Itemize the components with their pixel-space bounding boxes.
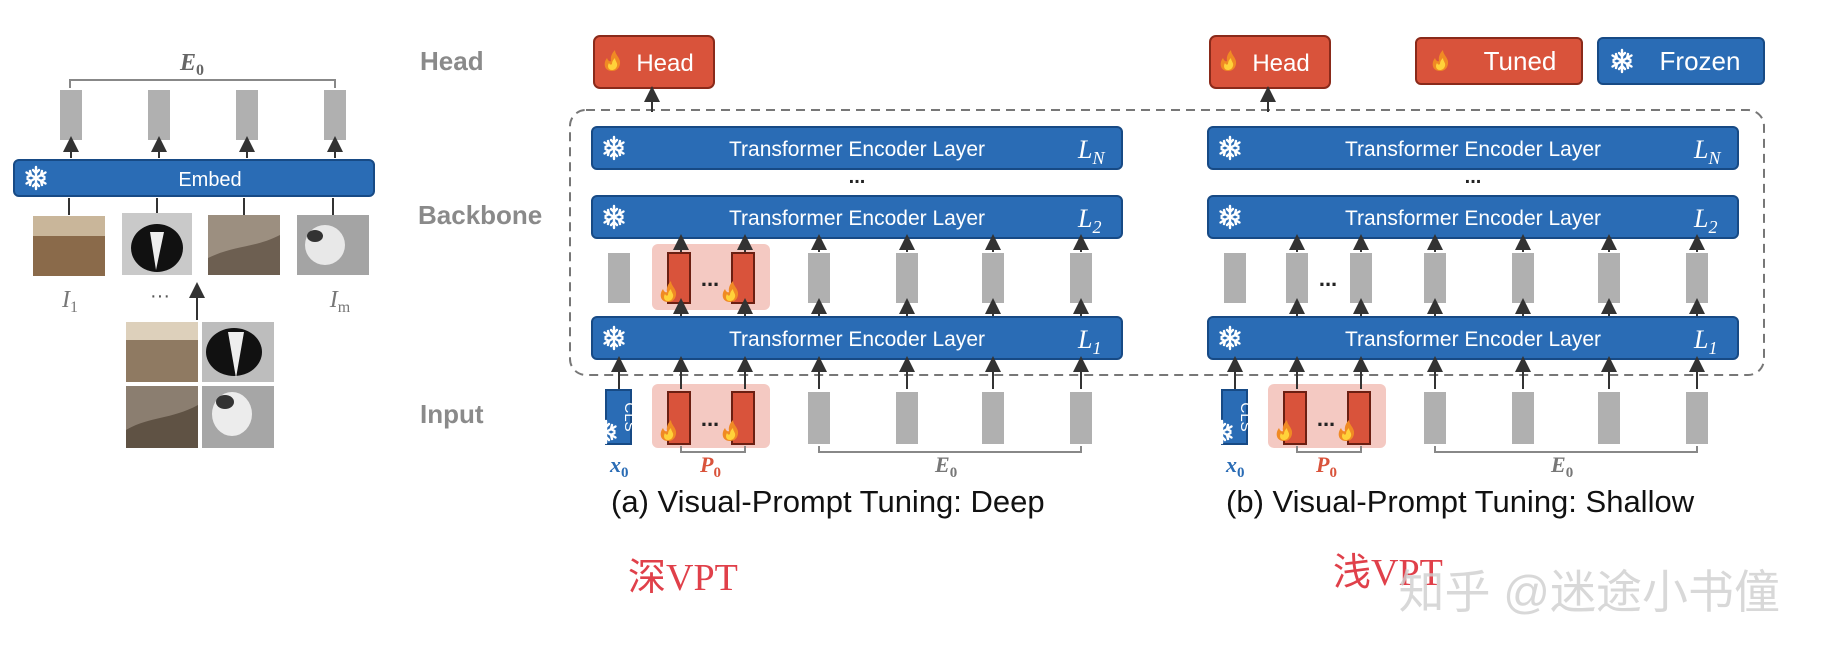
annotation-shallow: 浅VPT [1333, 552, 1443, 594]
embed-token [982, 392, 1004, 444]
layer-index-label: L2 [1693, 204, 1717, 237]
legend-frozen [1597, 37, 1765, 85]
cls-token-mid [608, 253, 630, 303]
layer-index-label: LN [1077, 135, 1105, 168]
prompt-dots: ... [1317, 406, 1335, 431]
e0-label: E0 [179, 50, 204, 79]
layer-index-label: L1 [1693, 325, 1717, 358]
encoder-layer-n [1207, 126, 1739, 170]
encoder-layer-1 [1207, 316, 1739, 360]
prompt-dots: ... [701, 406, 719, 431]
embed-token [1598, 392, 1620, 444]
legend: Tuned Frozen [1415, 37, 1765, 85]
caption-shallow: (b) Visual-Prompt Tuning: Shallow [1226, 484, 1695, 519]
token [236, 90, 258, 140]
embed-token [1686, 392, 1708, 444]
left-panel: E0 Embed [13, 50, 375, 448]
vertical-dots: ... [1465, 166, 1482, 188]
i1-label: I1 [61, 287, 78, 316]
row-label-backbone: Backbone [418, 200, 542, 230]
legend-tuned-label: Tuned [1484, 46, 1557, 76]
source-image [126, 322, 274, 448]
row-label-input: Input [420, 399, 484, 429]
token [324, 90, 346, 140]
e0-bracket [69, 79, 336, 88]
x0-label: x0 [1225, 452, 1245, 481]
embed-token [982, 253, 1004, 303]
middle-tokens [1224, 253, 1708, 303]
row-label-head: Head [420, 46, 484, 76]
p0-label: P0 [1315, 452, 1337, 481]
layer-label: Transformer Encoder Layer [1345, 138, 1601, 161]
caption-deep: (a) Visual-Prompt Tuning: Deep [611, 484, 1045, 519]
panel-deep: Head Transformer Encoder Layer LN ... Tr… [591, 35, 1123, 599]
embed-token [808, 253, 830, 303]
watermark: 知乎 @迷途小书僮 [1399, 566, 1780, 618]
annotation-deep: 深VPT [628, 557, 738, 599]
token [60, 90, 82, 140]
e0-label: E0 [1550, 452, 1573, 481]
embed-token [896, 392, 918, 444]
backbone-boundary [569, 109, 1765, 376]
encoder-layer-1 [591, 316, 1123, 360]
encoder-layer-2 [1207, 195, 1739, 239]
prompt-dots: ... [1319, 266, 1337, 291]
layer-label: Transformer Encoder Layer [1345, 207, 1601, 230]
panel-shallow: Head Transformer Encoder Layer LN ... Tr… [1207, 35, 1739, 594]
cls-label: CLS [621, 402, 638, 431]
e0-label: E0 [934, 452, 957, 481]
embed-label: Embed [178, 169, 241, 191]
embed-token [1424, 392, 1446, 444]
row-labels: Head Backbone Input [418, 46, 542, 429]
head-label: Head [1252, 50, 1309, 77]
encoder-layer-2 [591, 195, 1123, 239]
layer-index-label: L1 [1077, 325, 1101, 358]
p0-label: P0 [699, 452, 721, 481]
cls-label: CLS [1237, 402, 1254, 431]
layer-label: Transformer Encoder Layer [729, 138, 985, 161]
layer-label: Transformer Encoder Layer [1345, 328, 1601, 351]
layer-index-label: LN [1693, 135, 1721, 168]
embed-block [13, 159, 375, 197]
prompt-dots: ... [701, 266, 719, 291]
patch-images [33, 213, 369, 276]
embed-tokens [60, 90, 346, 158]
head-label: Head [636, 50, 693, 77]
embed-token [896, 253, 918, 303]
encoder-layer-n [591, 126, 1123, 170]
embed-token [1070, 392, 1092, 444]
x0-label: x0 [609, 452, 629, 481]
embed-token [808, 392, 830, 444]
layer-label: Transformer Encoder Layer [729, 207, 985, 230]
layer-index-label: L2 [1077, 204, 1101, 237]
layer-label: Transformer Encoder Layer [729, 328, 985, 351]
embed-token [1070, 253, 1092, 303]
legend-frozen-label: Frozen [1660, 46, 1741, 76]
legend-tuned [1415, 37, 1583, 85]
im-label: Im [329, 287, 351, 316]
vertical-dots: ... [849, 166, 866, 188]
embed-token [1512, 392, 1534, 444]
patch-ellipsis: ··· [150, 285, 170, 307]
token [148, 90, 170, 140]
